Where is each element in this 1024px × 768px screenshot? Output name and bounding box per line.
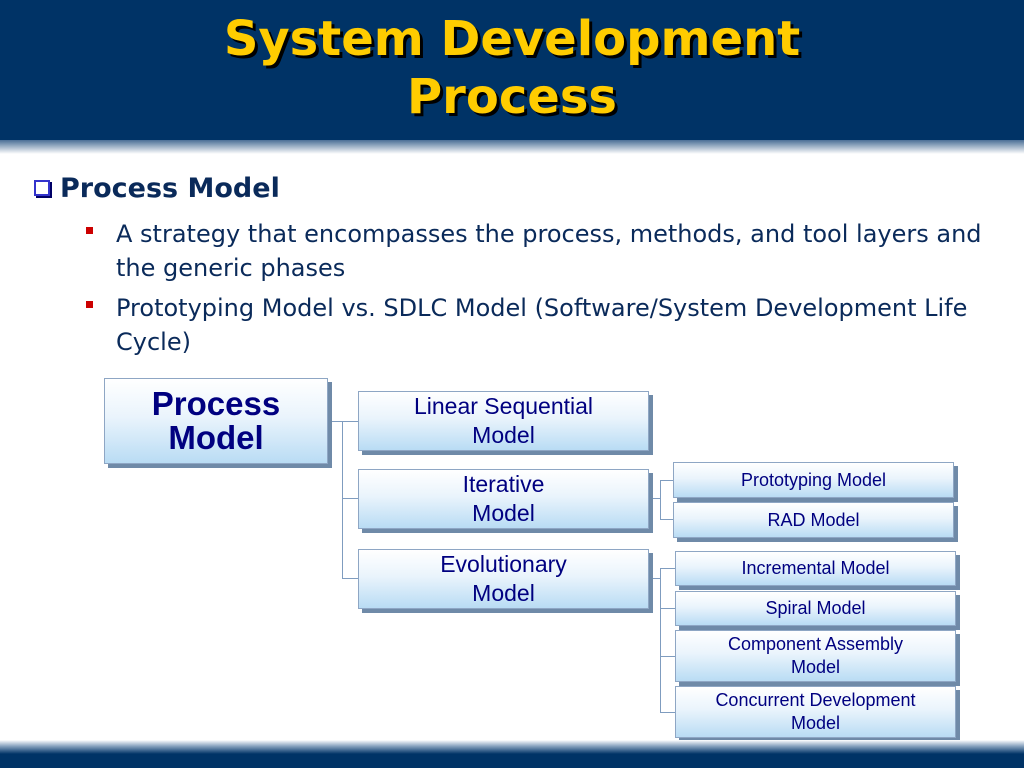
node-label: RAD Model (767, 509, 860, 530)
node-label: Spiral Model (765, 598, 866, 618)
connector-line (342, 578, 358, 579)
category-node-iterative: Iterative Model (358, 469, 649, 529)
leaf-node-incremental: Incremental Model (675, 551, 956, 586)
connector-line (660, 656, 675, 657)
node-label: Component Assembly (727, 634, 904, 654)
node-label: Process (151, 385, 281, 422)
header-bar (0, 0, 1024, 140)
connector-line (342, 421, 343, 579)
checkbox-bullet-icon (34, 180, 50, 196)
bullet-text: A strategy that encompasses the process,… (116, 220, 982, 282)
connector-line (660, 480, 673, 481)
connector-line (660, 480, 661, 520)
node-label: Iterative (462, 471, 545, 497)
connector-line (649, 578, 660, 579)
section-heading: Process Model (34, 170, 280, 206)
header-fade (0, 140, 1024, 154)
bullet-item: A strategy that encompasses the process,… (86, 217, 1006, 285)
connector-line (660, 712, 675, 713)
slide-title: System Development Process (0, 10, 1024, 126)
connector-line (342, 498, 358, 499)
slide-title-line2: Process (407, 69, 617, 125)
node-label: Prototyping Model (740, 469, 887, 490)
leaf-node-spiral: Spiral Model (675, 591, 956, 626)
section-heading-text: Process Model (60, 172, 280, 204)
leaf-node-rad: RAD Model (673, 502, 954, 538)
footer-bar (0, 740, 1024, 768)
bullet-item: Prototyping Model vs. SDLC Model (Softwa… (86, 291, 1006, 359)
category-node-linear-sequential: Linear Sequential Model (358, 391, 649, 451)
connector-line (660, 519, 673, 520)
diagram-root-node: Process Model (104, 378, 328, 464)
connector-line (660, 608, 675, 609)
node-label: Model (472, 422, 535, 448)
connector-line (649, 498, 660, 499)
node-label: Incremental Model (741, 558, 890, 578)
connector-line (342, 421, 358, 422)
node-label: Model (790, 713, 840, 733)
node-label: Model (472, 580, 535, 606)
leaf-node-component-assembly: Component Assembly Model (675, 630, 956, 682)
slide-title-line1: System Development (223, 11, 801, 67)
node-label: Model (472, 500, 535, 526)
leaf-node-concurrent-development: Concurrent Development Model (675, 686, 956, 738)
bullet-text: Prototyping Model vs. SDLC Model (Softwa… (116, 294, 968, 356)
category-node-evolutionary: Evolutionary Model (358, 549, 649, 609)
node-label: Model (168, 419, 264, 456)
node-label: Concurrent Development (715, 690, 916, 710)
connector-line (660, 568, 661, 713)
node-label: Linear Sequential (413, 393, 594, 419)
square-bullet-icon (86, 301, 93, 308)
connector-line (329, 421, 342, 422)
node-label: Evolutionary (440, 551, 567, 577)
connector-line (660, 568, 675, 569)
bullet-list: A strategy that encompasses the process,… (86, 217, 1006, 365)
square-bullet-icon (86, 227, 93, 234)
leaf-node-prototyping: Prototyping Model (673, 462, 954, 498)
node-label: Model (790, 657, 841, 677)
